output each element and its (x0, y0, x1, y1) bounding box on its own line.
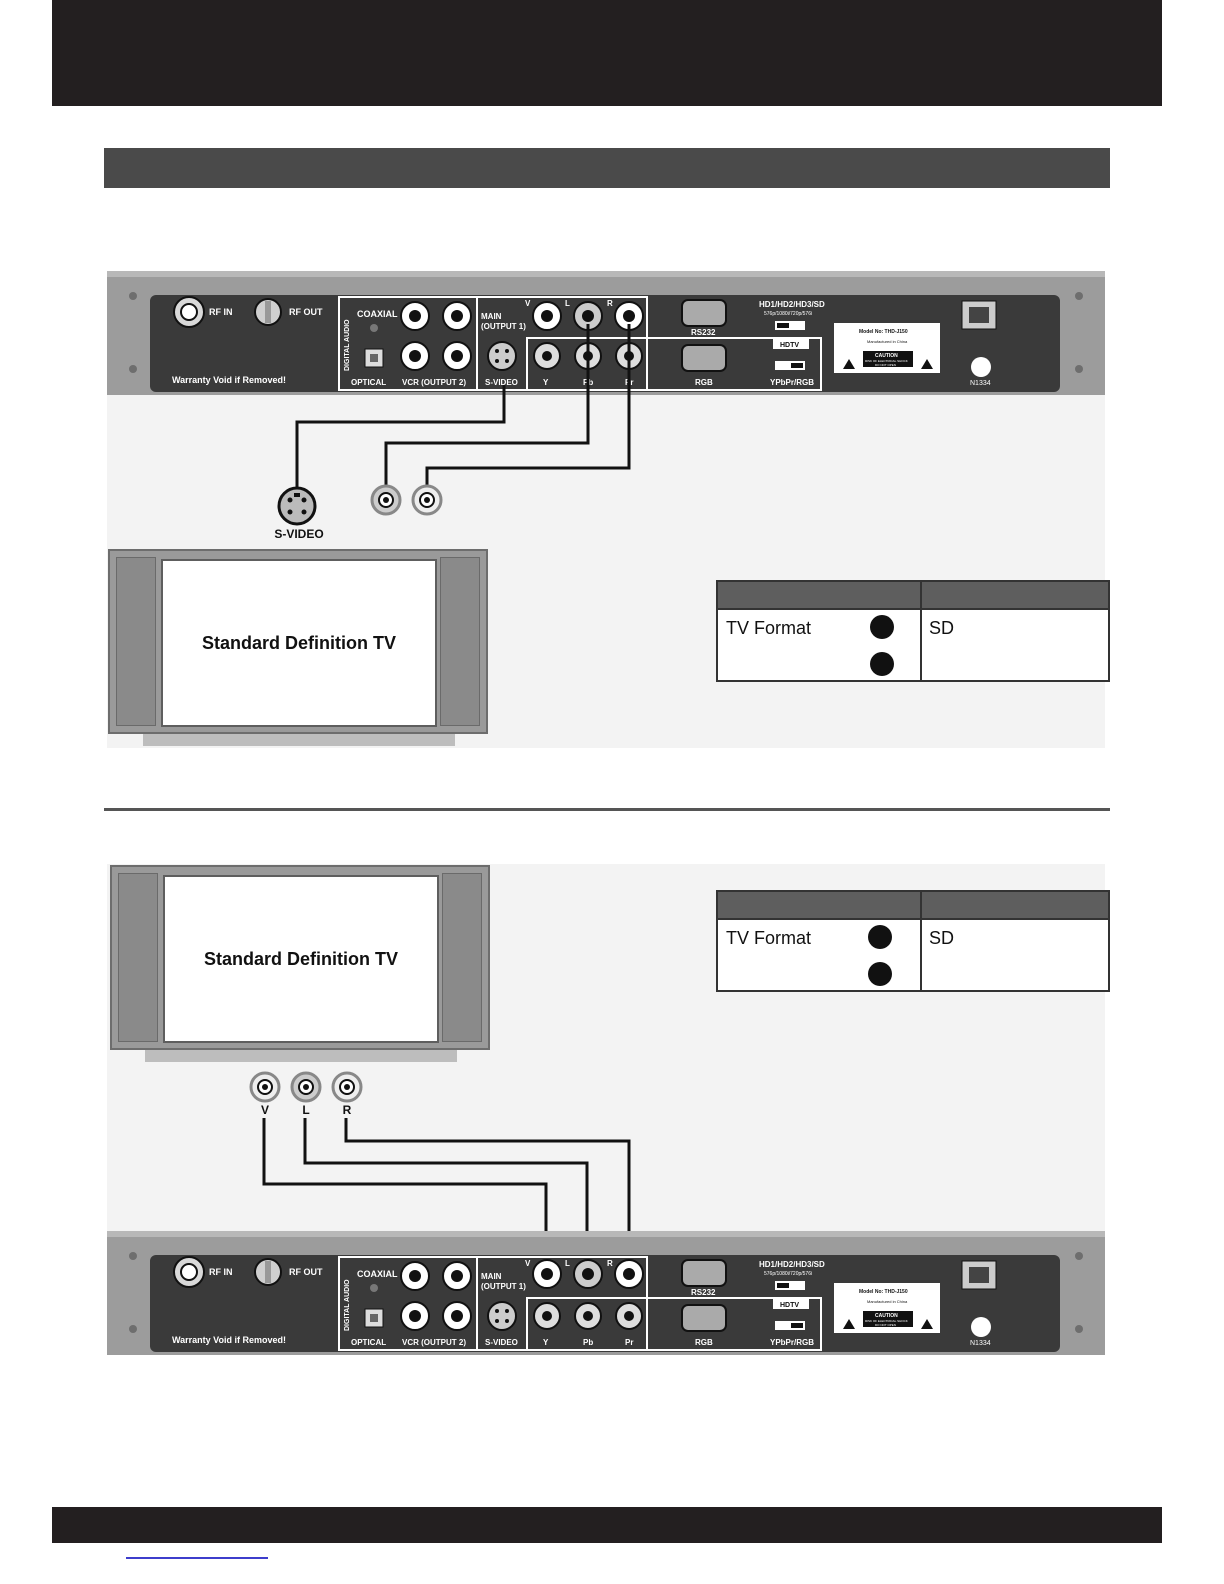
s-video-jack (487, 341, 517, 371)
table-2-marker-2 (868, 962, 892, 986)
rear-panel-1: RF IN RF OUT Warranty Void if Removed! D… (107, 271, 1105, 395)
section-divider (104, 808, 1110, 811)
caution-label: CAUTION (875, 353, 898, 359)
main-av-jacks (532, 301, 644, 331)
hd-modes-label: HD1/HD2/HD3/SD (759, 300, 825, 309)
rs232-label: RS232 (691, 328, 716, 337)
rgb-label: RGB (695, 1338, 713, 1347)
tv-1: Standard Definition TV (108, 549, 488, 734)
rs232-label: RS232 (691, 1288, 716, 1297)
rf-in-jack (173, 296, 205, 328)
s-video-connector (277, 486, 317, 526)
caution-sub: RISK OF ELECTRICAL SHOCK (865, 1319, 908, 1323)
rf-in-label: RF IN (209, 1267, 233, 1277)
y-label: Y (543, 1338, 549, 1347)
warranty-text: Warranty Void if Removed! (172, 1335, 286, 1345)
table-1-value: SD (929, 618, 955, 638)
caution-sub2: DO NOT OPEN (875, 1323, 896, 1327)
caution-sub2: DO NOT OPEN (875, 363, 896, 367)
r-label: R (607, 299, 613, 308)
s-video-label: S-VIDEO (485, 378, 518, 387)
l-label: L (565, 299, 570, 308)
tv-2-right-speaker (442, 873, 482, 1042)
tv-av-input-jacks (249, 1071, 363, 1103)
tv-2-screen: Standard Definition TV (163, 875, 439, 1043)
s-video-label: S-VIDEO (485, 1338, 518, 1347)
tv-2-left-speaker (118, 873, 158, 1042)
footer-link-underline[interactable] (126, 1557, 268, 1559)
table-1-marker-1 (870, 615, 894, 639)
pb-label: Pb (583, 1338, 593, 1347)
diagram-1-cables (295, 324, 631, 490)
rf-in-label: RF IN (209, 307, 233, 317)
v-label: V (525, 1259, 531, 1268)
audio-l-connector (370, 484, 402, 516)
digital-audio-label: DIGITAL AUDIO (344, 319, 351, 371)
tv-2-stand (145, 1050, 457, 1062)
hd-modes-label: HD1/HD2/HD3/SD (759, 1260, 825, 1269)
tv-jack-v-label: V (260, 1103, 269, 1117)
diagram-2-cables (262, 1118, 631, 1262)
tv-1-right-speaker (440, 557, 480, 726)
hd-resolutions-label: 576p/1080i/720p/576i (764, 1271, 812, 1277)
table-2-value: SD (929, 928, 955, 948)
vcr-jacks (400, 301, 472, 371)
y-label: Y (543, 378, 549, 387)
manufactured-in: Manufactured in China (867, 339, 908, 344)
footer-bar (52, 1507, 1162, 1543)
v-label: V (525, 299, 531, 308)
l-label: L (565, 1259, 570, 1268)
warranty-text: Warranty Void if Removed! (172, 375, 286, 385)
rf-out-label: RF OUT (289, 1267, 323, 1277)
hdtv-label: HDTV (780, 342, 799, 349)
vcr-output-label: VCR (OUTPUT 2) (402, 1338, 466, 1347)
table-1-marker-2 (870, 652, 894, 676)
rgb-label: RGB (695, 378, 713, 387)
cert-code: N1334 (970, 1340, 991, 1347)
rf-out-label: RF OUT (289, 307, 323, 317)
main-output-sub: (OUTPUT 1) (481, 1282, 526, 1291)
tv-jack-l-label: L (302, 1103, 310, 1117)
optical-label: OPTICAL (351, 1338, 386, 1347)
section-title-bar (104, 148, 1110, 188)
coaxial-label: COAXIAL (357, 1269, 398, 1279)
tv-2: Standard Definition TV (110, 865, 490, 1050)
table-1-header (718, 582, 1108, 608)
main-output-sub: (OUTPUT 1) (481, 322, 526, 331)
rear-panel-2: RF IN RF OUT Warranty Void if Removed! D… (107, 1231, 1105, 1355)
s-video-connector-label: S-VIDEO (274, 527, 324, 541)
digital-audio-label: DIGITAL AUDIO (344, 1279, 351, 1331)
table-2-header (718, 892, 1108, 918)
settings-table-2: TV Format SD (716, 890, 1110, 992)
coaxial-label: COAXIAL (357, 309, 398, 319)
tv-1-stand (143, 734, 455, 746)
caution-sub: RISK OF ELECTRICAL SHOCK (865, 359, 908, 363)
main-output-label: MAIN (481, 1272, 502, 1281)
tv-1-screen: Standard Definition TV (161, 559, 437, 727)
tv-1-left-speaker (116, 557, 156, 726)
main-output-label: MAIN (481, 312, 502, 321)
r-label: R (607, 1259, 613, 1268)
audio-r-connector (411, 484, 443, 516)
hd-resolutions-label: 576p/1080i/720p/576i (764, 311, 812, 317)
settings-table-1: TV Format SD (716, 580, 1110, 682)
ypbpr-rgb-label: YPbPr/RGB (770, 1338, 814, 1347)
tv-jack-r-label: R (342, 1103, 352, 1117)
optical-label: OPTICAL (351, 378, 386, 387)
manufactured-in: Manufactured in China (867, 1299, 908, 1304)
rf-out-jack (254, 298, 282, 326)
table-1-row-label: TV Format (726, 618, 812, 638)
hdtv-label: HDTV (780, 1302, 799, 1309)
model-number: Model No: THD-J150 (859, 329, 908, 335)
pr-label: Pr (625, 1338, 633, 1347)
table-2-marker-1 (868, 925, 892, 949)
header-bar (52, 0, 1162, 106)
ypbpr-rgb-label: YPbPr/RGB (770, 378, 814, 387)
model-number: Model No: THD-J150 (859, 1289, 908, 1295)
caution-label: CAUTION (875, 1313, 898, 1319)
cert-code: N1334 (970, 380, 991, 387)
table-2-row-label: TV Format (726, 928, 812, 948)
vcr-output-label: VCR (OUTPUT 2) (402, 378, 466, 387)
